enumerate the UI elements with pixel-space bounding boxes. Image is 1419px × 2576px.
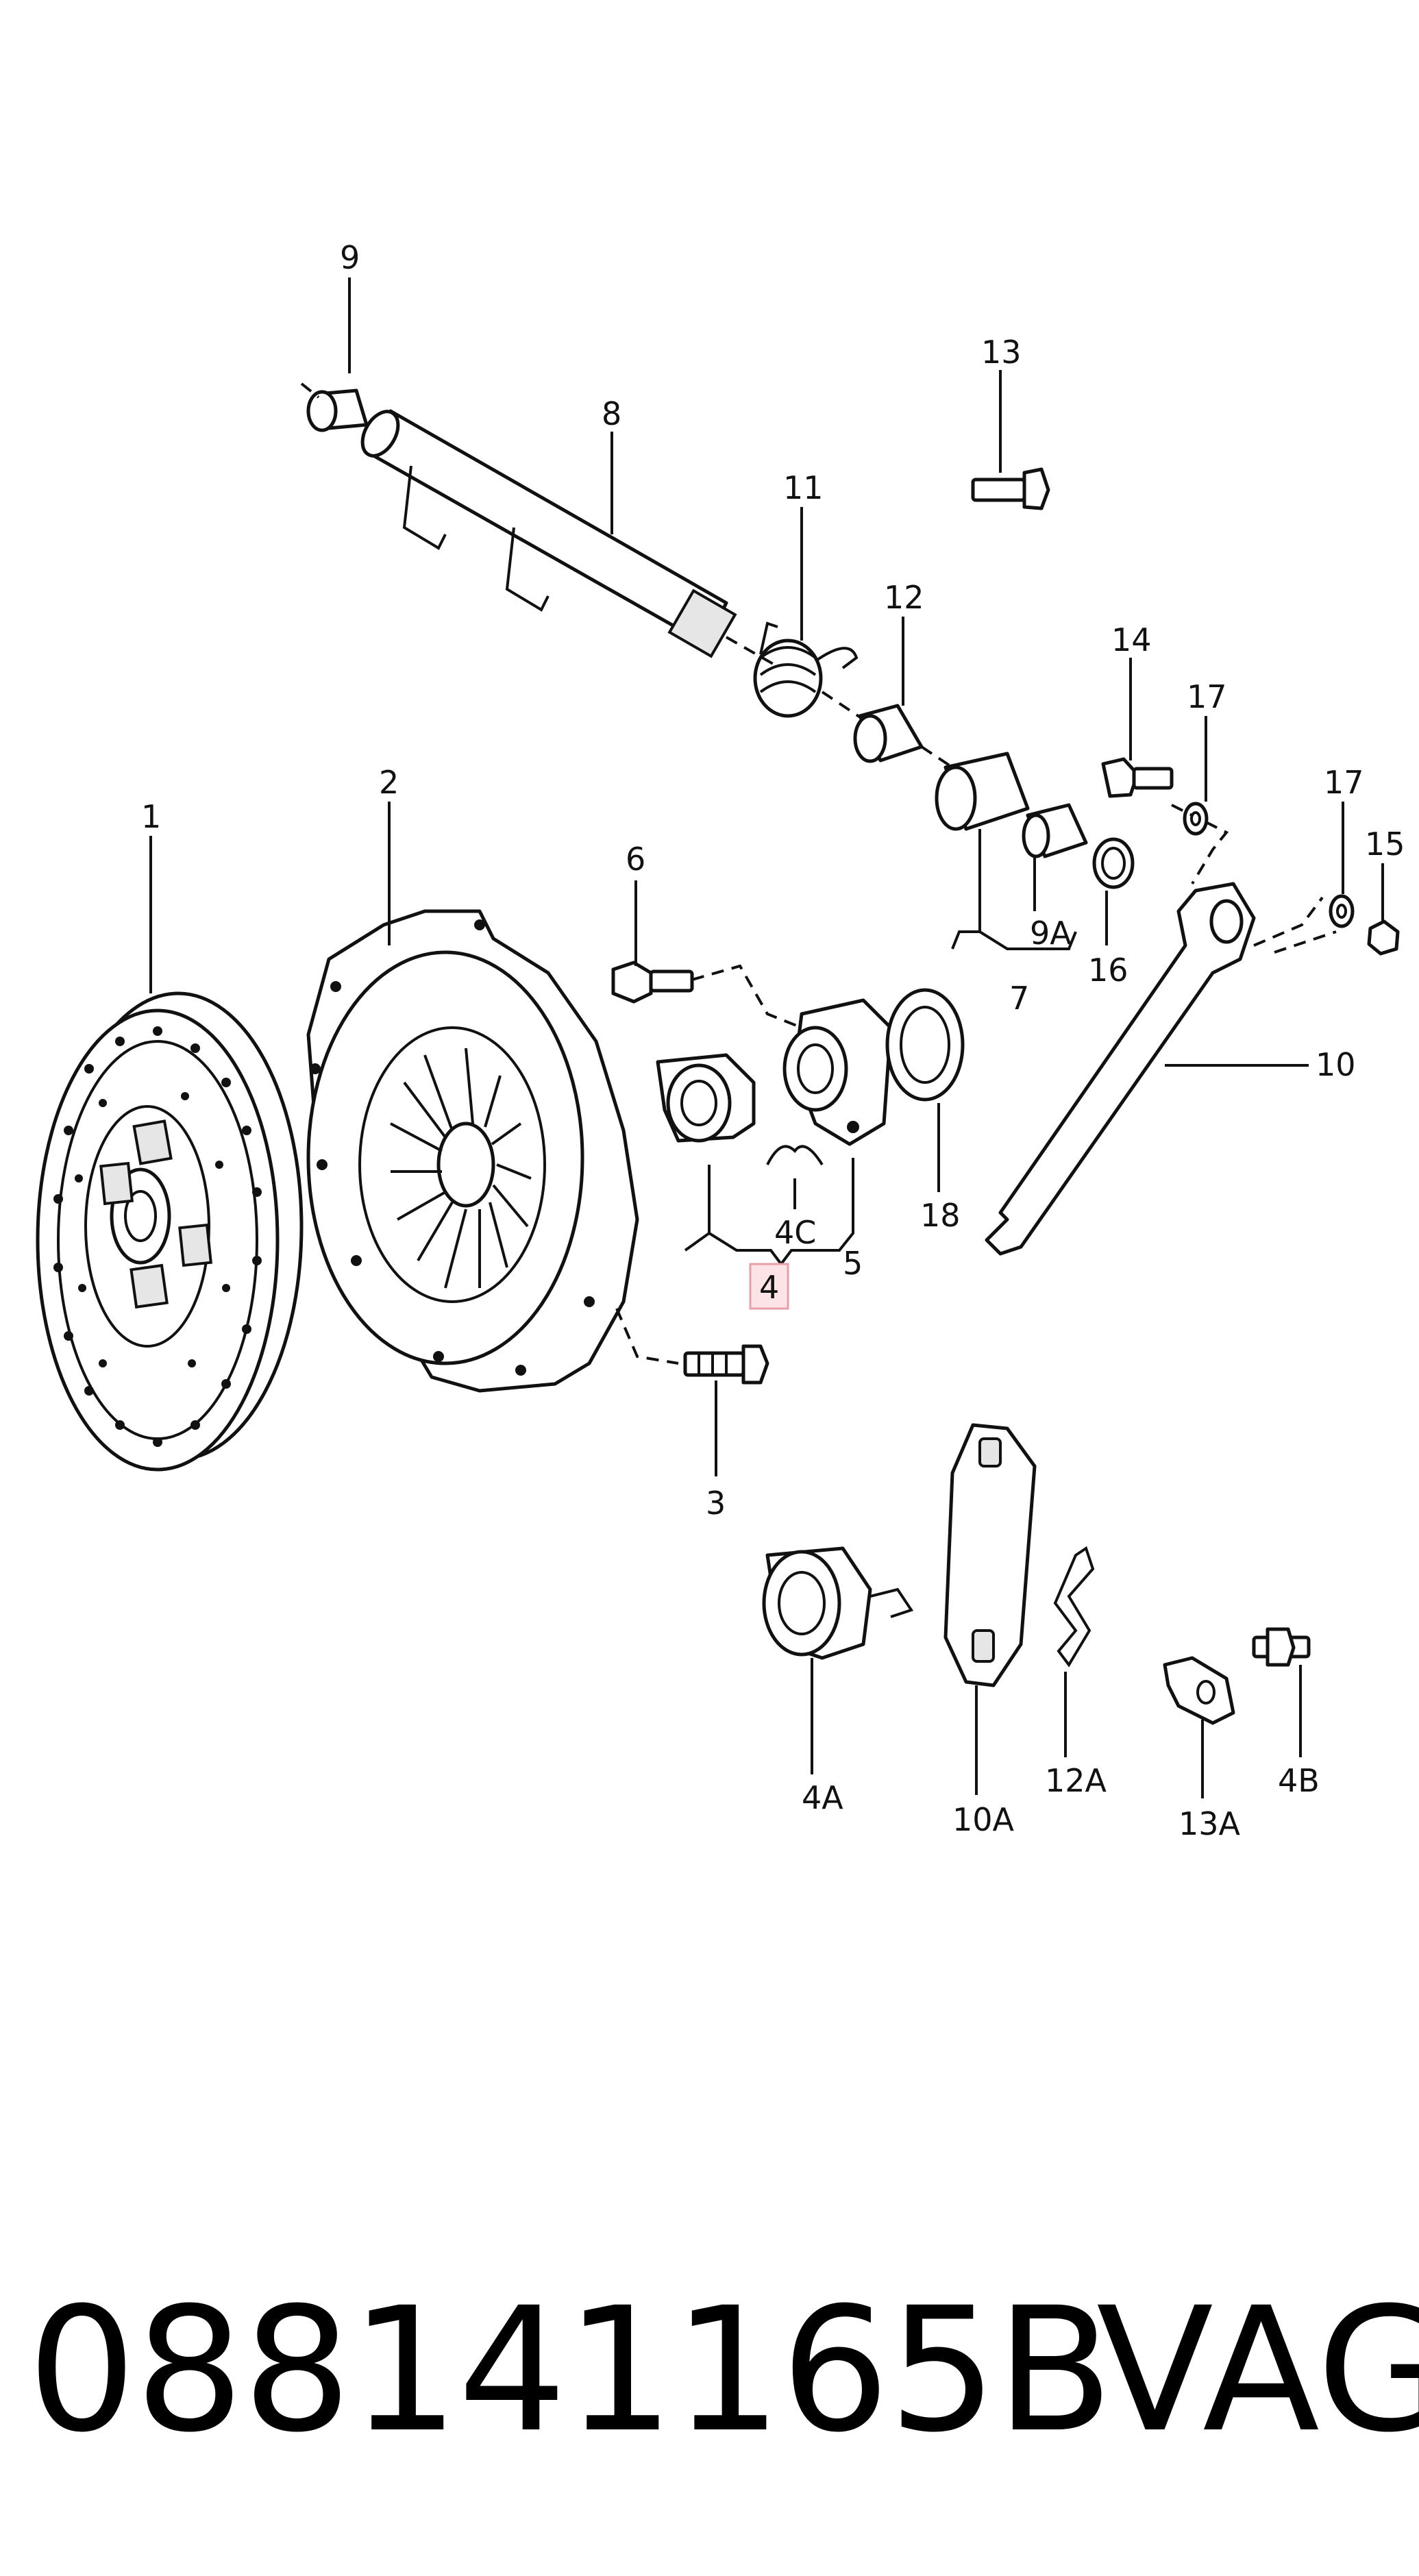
callout-6: 6 xyxy=(626,841,645,878)
part-11-return-spring xyxy=(753,621,859,718)
callout-10: 10 xyxy=(1316,1046,1356,1083)
callout-9a: 9A xyxy=(1030,915,1072,952)
callout-17-upper: 17 xyxy=(1187,678,1227,715)
brand-name: VAG xyxy=(1096,2270,1419,2470)
part-17-washer-right xyxy=(1329,894,1355,928)
callout-4: 4 xyxy=(759,1269,779,1306)
assembly-dashed-lines xyxy=(300,382,1337,1365)
part-8-release-shaft xyxy=(360,409,737,658)
callout-14: 14 xyxy=(1111,621,1152,658)
callout-13: 13 xyxy=(981,334,1022,371)
part-10-release-lever xyxy=(985,882,1256,1256)
part-4b-bolt xyxy=(1252,1627,1311,1667)
part-15-nut xyxy=(1367,919,1400,956)
callout-1: 1 xyxy=(141,798,161,835)
part-4a-release-bearing xyxy=(762,1546,914,1660)
part-6-bolt xyxy=(611,961,694,1004)
part-2-pressure-plate xyxy=(306,909,639,1393)
callout-18: 18 xyxy=(920,1197,961,1234)
part-3-bolt xyxy=(683,1344,769,1385)
callout-4a: 4A xyxy=(802,1779,843,1816)
callout-labels: 9 8 11 12 13 14 17 17 15 9A 16 7 10 18 1… xyxy=(141,239,1405,1842)
part-number: 088141165B xyxy=(27,2270,1113,2470)
callout-10a: 10A xyxy=(952,1801,1015,1838)
part-9-bush xyxy=(306,388,369,432)
callout-4b: 4B xyxy=(1278,1762,1320,1799)
part-13-bolt xyxy=(971,467,1050,510)
callout-12a: 12A xyxy=(1045,1762,1107,1799)
callout-17-right: 17 xyxy=(1324,764,1364,801)
callout-13a: 13A xyxy=(1179,1805,1241,1842)
part-caption: 088141165B VAG xyxy=(27,2270,1419,2470)
part-18-washer xyxy=(885,988,965,1102)
part-7-bearing-bush xyxy=(935,752,1030,831)
callout-leader-lines xyxy=(149,277,1384,1798)
part-13a-bush xyxy=(1163,1656,1235,1725)
callout-15: 15 xyxy=(1365,826,1405,863)
callout-7: 7 xyxy=(1009,980,1029,1017)
part-17-washer-upper xyxy=(1183,802,1209,836)
part-14-bolt xyxy=(1101,757,1174,798)
callout-3: 3 xyxy=(706,1485,726,1522)
callout-12: 12 xyxy=(884,579,924,616)
callout-11: 11 xyxy=(783,469,824,506)
part-4-release-bearing xyxy=(656,1053,756,1143)
part-12a-spring-clip xyxy=(1053,1546,1095,1668)
callout-4c: 4C xyxy=(774,1214,816,1251)
part-5-guide-sleeve xyxy=(782,998,893,1146)
callout-9: 9 xyxy=(340,239,360,276)
callout-2: 2 xyxy=(379,764,399,801)
part-10a-release-lever xyxy=(943,1423,1037,1687)
callout-16: 16 xyxy=(1088,952,1128,989)
part-16-circlip xyxy=(1092,837,1135,889)
part-9a-bush xyxy=(1022,803,1088,858)
callout-8: 8 xyxy=(602,395,621,432)
part-1-clutch-disc xyxy=(36,991,304,1472)
part-12-bush xyxy=(853,704,924,763)
callout-5: 5 xyxy=(843,1245,863,1282)
part-4c-retaining-clip xyxy=(766,1145,824,1166)
highlight-box-item-4 xyxy=(749,1263,789,1310)
